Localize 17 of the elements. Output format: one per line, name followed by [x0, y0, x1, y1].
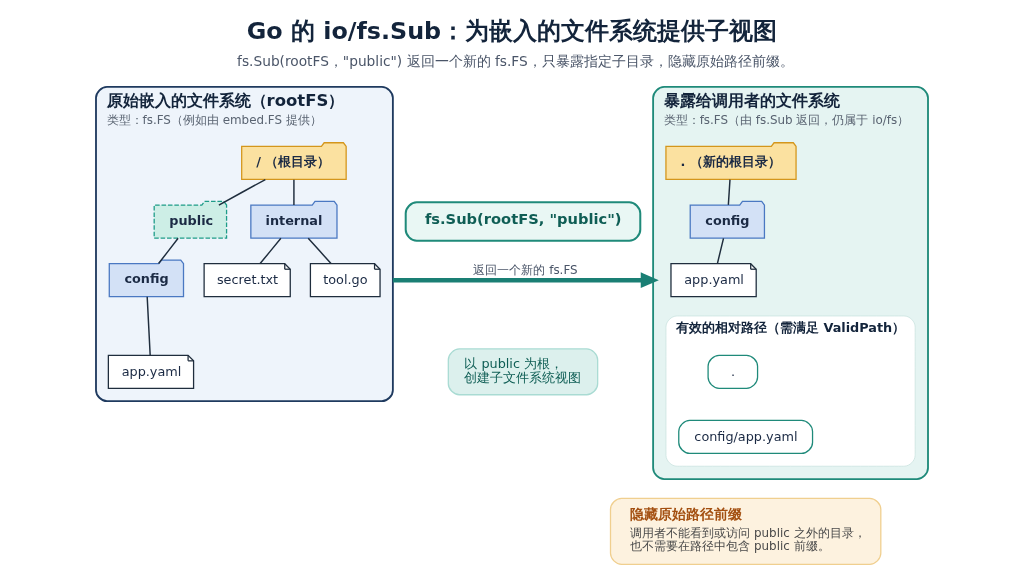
connector	[259, 237, 282, 265]
connector	[716, 237, 725, 265]
connector	[157, 237, 179, 265]
diagram-title: Go 的 io/fs.Sub：为嵌入的文件系统提供子视图	[246, 17, 778, 46]
connector	[307, 237, 332, 265]
node-box: fs.Sub(rootFS, "public")	[404, 201, 642, 242]
node-box: 以 public 为根，创建子文件系统视图	[447, 348, 599, 396]
connector	[146, 296, 151, 356]
caption: fs.Sub(rootFS，"public") 返回一个新的 fs.FS，只暴露指定子目录，隐藏原始路径前缀。	[237, 52, 794, 69]
node-box: .	[707, 354, 759, 389]
edge-label: 返回一个新的 fs.FS	[473, 263, 578, 278]
connector	[293, 178, 295, 206]
connector	[727, 178, 731, 206]
arrow	[392, 272, 659, 289]
node-box: config/app.yaml	[678, 419, 814, 455]
connector	[218, 178, 267, 206]
node-box: 隐藏原始路径前缀 调用者不能看到或访问 public 之外的目录，也不需要在路径中包含 public 前缀。	[609, 497, 882, 565]
